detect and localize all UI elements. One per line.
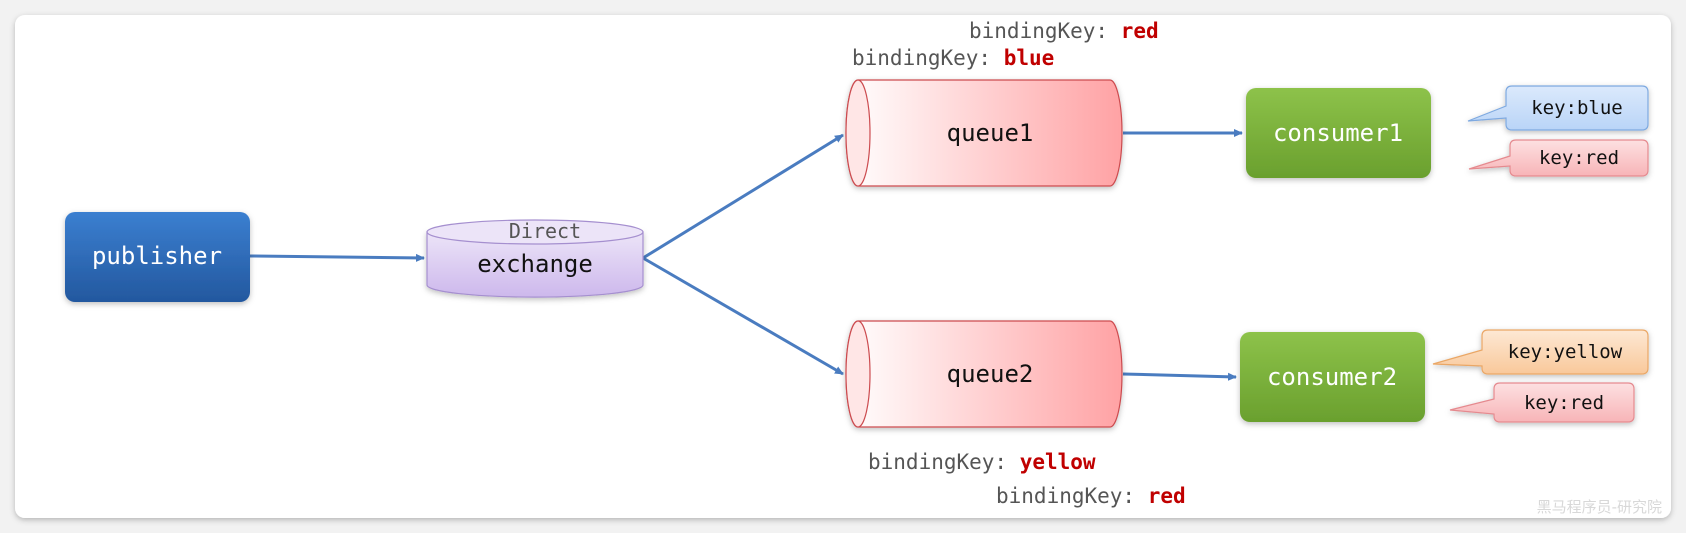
binding-key: yellow [1020,450,1096,474]
tag-key-red: key:red [1468,139,1649,177]
exchange-top [426,219,644,245]
exchange-node[interactable]: Direct exchange [426,219,644,298]
tag-callout-shape [1468,139,1649,177]
tag-key-red: key:red [1449,382,1635,423]
queue1-bindings: bindingKey: red bindingKey: blue [852,19,1159,70]
queue1-label: queue1 [947,119,1034,147]
queue2-bindings: bindingKey: yellow bindingKey: red [868,450,1186,508]
queue2-binding-red: bindingKey: red [996,484,1186,508]
consumer1-label: consumer1 [1273,119,1403,147]
consumer1-tags: key:blue key:red [1467,85,1649,177]
binding-prefix: bindingKey: [852,46,1004,70]
queue1-binding-blue: bindingKey: blue [852,46,1054,70]
consumer2-label: consumer2 [1267,363,1397,391]
queue2-node[interactable]: queue2 [845,320,1123,428]
binding-prefix: bindingKey: [996,484,1148,508]
binding-prefix: bindingKey: [868,450,1020,474]
arrow-exchange-to-queue1 [642,133,844,260]
binding-prefix: bindingKey: [969,19,1121,43]
publisher-box [65,212,250,302]
consumer2-tags: key:yellow key:red [1432,329,1649,423]
tag-key-blue: key:blue [1467,85,1649,131]
consumer2-box [1240,332,1425,422]
queue2-end [845,320,871,428]
queue1-end [845,79,871,187]
queue1-binding-red: bindingKey: red [969,19,1159,43]
arrow-queue2-to-consumer2 [1122,372,1237,381]
publisher-node[interactable]: publisher [65,212,250,302]
tag-text: key:blue [1531,97,1623,119]
queue2-label: queue2 [947,360,1034,388]
arrow-exchange-to-queue2 [642,256,844,376]
consumer1-box [1246,88,1431,178]
exchange-body [426,231,644,298]
tag-text: key:red [1539,147,1619,169]
tag-callout-shape [1432,329,1649,375]
queue1-node[interactable]: queue1 [845,79,1123,187]
arrow-publisher-to-exchange [249,253,425,262]
binding-key: blue [1004,46,1055,70]
binding-key: red [1121,19,1159,43]
consumer2-node[interactable]: consumer2 [1240,332,1425,422]
watermark: 黑马程序员-研究院 [1537,498,1662,516]
tag-key-yellow: key:yellow [1432,329,1649,375]
connections [249,129,1243,381]
tag-callout-shape [1467,85,1649,131]
tag-callout-shape [1449,382,1635,423]
tag-text: key:yellow [1508,341,1623,363]
consumer1-node[interactable]: consumer1 [1246,88,1431,178]
tag-text: key:red [1524,392,1604,414]
exchange-type-label: Direct [509,219,581,243]
publisher-label: publisher [92,242,222,270]
queue2-binding-yellow: bindingKey: yellow [868,450,1096,474]
exchange-label: exchange [477,250,593,278]
binding-key: red [1148,484,1186,508]
